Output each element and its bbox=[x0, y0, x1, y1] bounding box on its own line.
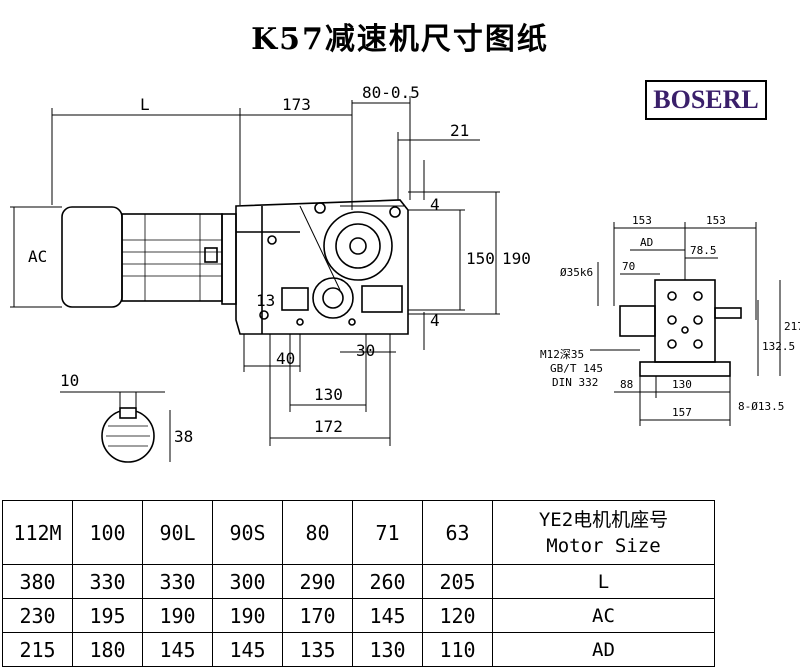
dim-21: 21 bbox=[450, 121, 469, 140]
cell-AC-90S: 190 bbox=[212, 598, 283, 633]
dim-172: 172 bbox=[314, 417, 343, 436]
row-label-L: L bbox=[492, 564, 715, 599]
shaft-section bbox=[60, 391, 171, 463]
dim-130: 130 bbox=[314, 385, 343, 404]
cell-AD-63: 110 bbox=[422, 632, 493, 667]
dim-4-bottom: 4 bbox=[430, 311, 440, 330]
note-m12: M12深35 bbox=[540, 348, 584, 361]
dim-key-10: 10 bbox=[60, 371, 79, 390]
dim-AC: AC bbox=[28, 247, 47, 266]
table-row-AD: 215 180 145 145 135 130 110 AD bbox=[2, 632, 715, 667]
side-view bbox=[61, 199, 409, 335]
dim-end-130: 130 bbox=[672, 378, 692, 391]
table-row-L: 380 330 330 300 290 260 205 L bbox=[2, 564, 715, 599]
motor-fan-cover bbox=[61, 206, 123, 308]
note-din: DIN 332 bbox=[552, 376, 598, 389]
dim-4-top: 4 bbox=[430, 195, 440, 214]
terminal-box bbox=[204, 247, 218, 263]
cell-AD-100: 180 bbox=[72, 632, 143, 667]
cell-L-71: 260 bbox=[352, 564, 423, 599]
dim-end-78: 78.5 bbox=[690, 244, 717, 257]
dim-shaft-38: 38 bbox=[174, 427, 193, 446]
cell-AD-112M: 215 bbox=[2, 632, 73, 667]
end-housing bbox=[654, 279, 716, 363]
size-63: 63 bbox=[422, 500, 493, 565]
cell-L-80: 290 bbox=[282, 564, 353, 599]
table-header-row: 112M 100 90L 90S 80 71 63 YE2电机机座号 Motor… bbox=[2, 500, 715, 565]
cell-L-100: 330 bbox=[72, 564, 143, 599]
dim-13: 13 bbox=[256, 291, 275, 310]
cell-AC-112M: 230 bbox=[2, 598, 73, 633]
cell-AD-90L: 145 bbox=[142, 632, 213, 667]
dim-150: 150 bbox=[466, 249, 495, 268]
cell-AC-90L: 190 bbox=[142, 598, 213, 633]
note-gbt: GB/T 145 bbox=[550, 362, 603, 375]
size-71: 71 bbox=[352, 500, 423, 565]
cell-AC-100: 195 bbox=[72, 598, 143, 633]
header-label-en: Motor Size bbox=[546, 534, 661, 557]
gearbox-housing bbox=[235, 199, 409, 335]
row-label-AC: AC bbox=[492, 598, 715, 633]
size-100: 100 bbox=[72, 500, 143, 565]
size-80: 80 bbox=[282, 500, 353, 565]
header-label: YE2电机机座号 Motor Size bbox=[492, 500, 715, 565]
cell-AD-90S: 145 bbox=[212, 632, 283, 667]
dim-80: 80-0.5 bbox=[362, 83, 420, 102]
cell-AD-71: 130 bbox=[352, 632, 423, 667]
dim-40: 40 bbox=[276, 349, 295, 368]
dim-L: L bbox=[140, 95, 150, 114]
motor-body bbox=[121, 213, 223, 302]
dim-end-35: Ø35k6 bbox=[560, 266, 593, 279]
size-112M: 112M bbox=[2, 500, 73, 565]
dim-190: 190 bbox=[502, 249, 531, 268]
dim-30: 30 bbox=[356, 341, 375, 360]
size-90L: 90L bbox=[142, 500, 213, 565]
header-label-cn: YE2电机机座号 bbox=[538, 508, 669, 531]
dim-end-AD: AD bbox=[640, 236, 653, 249]
cell-AC-80: 170 bbox=[282, 598, 353, 633]
motor-size-table: 112M 100 90L 90S 80 71 63 YE2电机机座号 Motor… bbox=[2, 500, 715, 667]
technical-drawing: L 173 80-0.5 21 AC 150 190 4 4 13 40 30 … bbox=[10, 83, 800, 463]
cell-L-63: 205 bbox=[422, 564, 493, 599]
cell-AD-80: 135 bbox=[282, 632, 353, 667]
dim-173: 173 bbox=[282, 95, 311, 114]
brand-logo: BOSERL bbox=[645, 80, 767, 120]
cell-L-112M: 380 bbox=[2, 564, 73, 599]
row-label-AD: AD bbox=[492, 632, 715, 667]
cell-AC-71: 145 bbox=[352, 598, 423, 633]
end-dimensions bbox=[590, 222, 781, 426]
dim-end-153a: 153 bbox=[632, 214, 652, 227]
table-row-AC: 230 195 190 190 170 145 120 AC bbox=[2, 598, 715, 633]
dim-end-157: 157 bbox=[672, 406, 692, 419]
dim-end-holes: 8-Ø13.5 bbox=[738, 400, 784, 413]
dim-end-153b: 153 bbox=[706, 214, 726, 227]
size-90S: 90S bbox=[212, 500, 283, 565]
end-view bbox=[619, 279, 742, 377]
dim-end-70: 70 bbox=[622, 260, 635, 273]
cell-L-90S: 300 bbox=[212, 564, 283, 599]
output-shaft-outer bbox=[323, 211, 393, 281]
dim-end-88: 88 bbox=[620, 378, 633, 391]
cell-L-90L: 330 bbox=[142, 564, 213, 599]
side-dimensions bbox=[10, 96, 500, 446]
drawing-title: K57减速机尺寸图纸 bbox=[251, 22, 549, 57]
dim-end-132: 132.5 bbox=[762, 340, 795, 353]
cell-AC-63: 120 bbox=[422, 598, 493, 633]
dim-end-217: 217 bbox=[784, 320, 800, 333]
